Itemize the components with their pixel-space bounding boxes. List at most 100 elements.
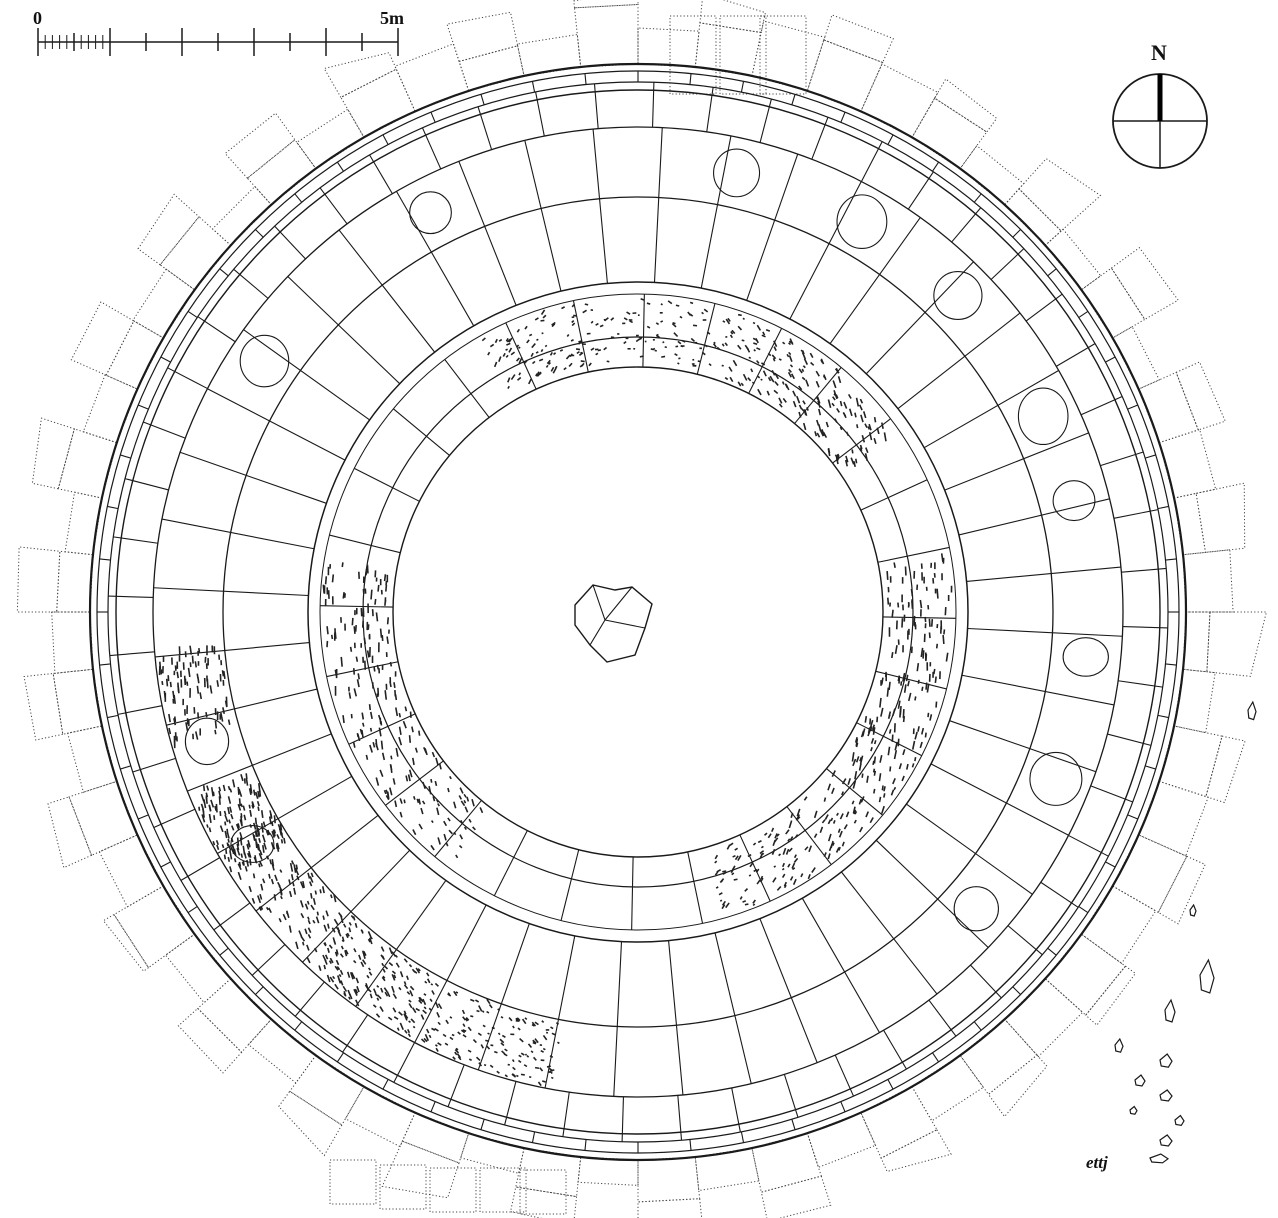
hatch-stroke [703, 308, 709, 313]
hatch-stroke [435, 1047, 439, 1052]
hatch-stroke [734, 855, 739, 861]
hatch-stroke [447, 787, 450, 793]
hatch-stroke [464, 1018, 468, 1022]
hatch-stroke [832, 380, 837, 389]
hatch-stroke [274, 874, 278, 882]
hatch-stroke [781, 873, 786, 878]
socket-circle [409, 191, 452, 235]
rim-joint [791, 94, 796, 105]
hatch-stroke [273, 894, 277, 901]
middle-block-joint [930, 763, 1069, 836]
hatch-stroke [512, 1066, 516, 1071]
hatch-stroke [275, 843, 280, 852]
hatch-stroke [449, 1016, 453, 1019]
hatch-stroke [816, 419, 820, 426]
hatch-stroke [788, 820, 793, 829]
hatch-stroke [458, 795, 463, 800]
hatch-stroke [334, 965, 339, 971]
hatch-stroke [742, 900, 747, 903]
hatch-stroke [471, 798, 475, 807]
hatch-stroke [438, 763, 442, 770]
hatch-stroke [757, 840, 762, 844]
hatch-stroke [224, 821, 227, 826]
hatch-stroke [279, 889, 283, 896]
hatch-stroke [237, 871, 242, 881]
hatch-stroke [221, 844, 225, 849]
inner-ring-outer-edge [319, 293, 957, 931]
hatch-stroke [424, 1033, 430, 1042]
hatch-stroke [422, 1009, 427, 1015]
hatch-stroke [379, 769, 384, 777]
hatch-stroke [246, 843, 250, 850]
hatch-stroke [805, 379, 810, 387]
hatch-stroke [655, 334, 661, 339]
hatch-stroke [443, 833, 447, 841]
rim-joint [1078, 310, 1089, 319]
hatch-stroke [372, 1004, 377, 1008]
hatch-stroke [457, 1056, 462, 1061]
hatch-stroke [901, 775, 905, 782]
hatch-stroke [722, 320, 726, 323]
inner-block-joint [794, 367, 842, 424]
stone-fragment [1149, 1153, 1170, 1164]
hatch-stroke [708, 363, 712, 367]
paving-stone [381, 1140, 460, 1199]
hatch-stroke [538, 358, 544, 362]
hatch-stroke [332, 975, 336, 980]
inner-block-joint [856, 722, 922, 757]
hatch-stroke [478, 1062, 483, 1067]
outer-block-joint [477, 106, 493, 150]
hatch-stroke [367, 988, 372, 993]
hatch-stroke [418, 730, 421, 736]
paving-stone [31, 417, 75, 490]
hatch-stroke [871, 724, 876, 731]
hatch-stroke [271, 863, 275, 871]
rim-joint [294, 1021, 303, 1031]
hatch-stroke [839, 813, 844, 820]
hatch-stroke [762, 331, 766, 336]
hatch-stroke [788, 351, 792, 356]
hatch-stroke [488, 1003, 493, 1009]
hatch-stroke [742, 317, 745, 320]
outer-block-joint [1068, 834, 1109, 857]
hatch-stroke [878, 773, 882, 782]
outer-block-joint [1090, 785, 1133, 803]
hatch-stroke [500, 1015, 504, 1019]
rim-joint [531, 81, 536, 93]
hatch-stroke [375, 777, 380, 786]
hatch-stroke [411, 726, 414, 733]
hatch-stroke [462, 1016, 467, 1021]
hatch-stroke [690, 337, 696, 342]
hatch-stroke [408, 963, 413, 968]
hatch-stroke [437, 1003, 443, 1010]
outer-block-joint [593, 83, 599, 129]
rim-joint [219, 268, 229, 277]
hatch-stroke [200, 803, 205, 810]
hatch-stroke [833, 389, 836, 394]
hatch-stroke [629, 320, 633, 324]
hatch-stroke [399, 798, 403, 804]
hatch-stroke [385, 584, 388, 592]
outer-block-joint [342, 1014, 369, 1053]
hatch-stroke [233, 858, 237, 863]
middle-block-joint [923, 370, 1059, 449]
rim-joint [160, 861, 171, 868]
hatch-stroke [851, 752, 855, 762]
rim-joint [1157, 505, 1169, 510]
hatch-stroke [362, 959, 367, 965]
hatch-stroke [472, 826, 476, 831]
hatch-stroke [724, 376, 729, 381]
hatch-stroke [518, 1054, 522, 1058]
hatch-stroke [414, 747, 418, 753]
outer-block-joint [651, 82, 655, 128]
hatch-stroke [722, 870, 727, 873]
hatch-stroke [789, 364, 794, 368]
hatch-stroke [481, 1010, 485, 1013]
hatch-stroke [872, 768, 876, 773]
outer-block-joint [319, 187, 348, 225]
hatch-stroke [354, 625, 357, 632]
hatch-stroke [337, 975, 342, 984]
hatch-stroke [254, 838, 258, 849]
rim-joint [120, 765, 131, 770]
hatch-stroke [878, 796, 882, 803]
